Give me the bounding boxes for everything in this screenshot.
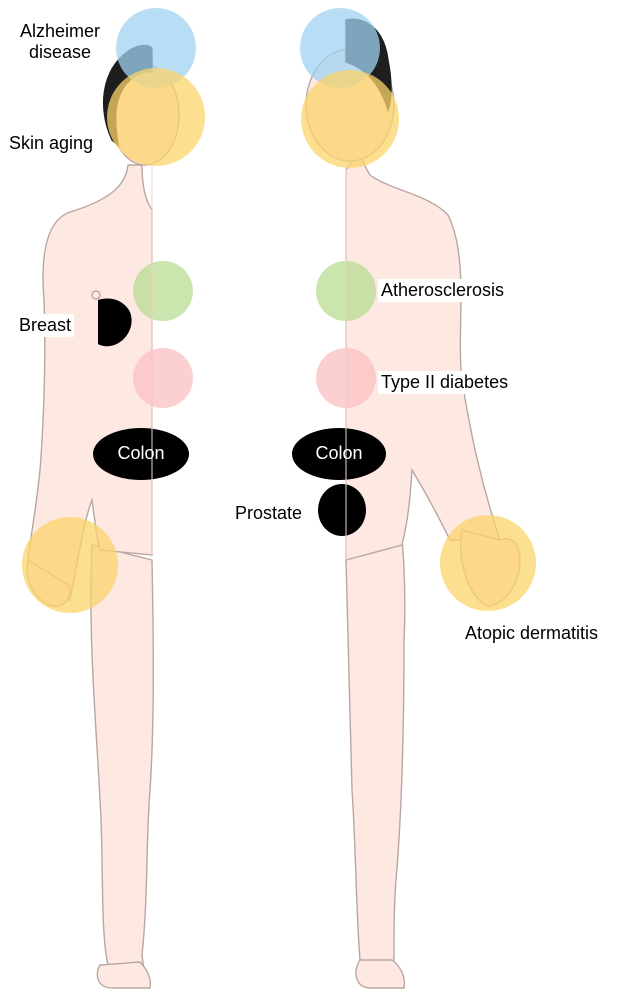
atherosclerosis-label: Atherosclerosis [378, 279, 507, 302]
female-legs [91, 545, 153, 985]
colon-label-male: Colon [292, 443, 386, 464]
male-torso [346, 150, 500, 560]
alzheimer-label: Alzheimer disease [6, 20, 114, 64]
prostate-label: Prostate [232, 502, 305, 525]
male-foot [356, 960, 404, 988]
skin-circle-female-hand [22, 517, 118, 613]
skin-aging-circle-female [107, 68, 205, 166]
alzheimer-label-line2: disease [9, 42, 111, 63]
atherosclerosis-circle-female [133, 261, 193, 321]
atopic-dermatitis-label: Atopic dermatitis [462, 622, 601, 645]
breast-label: Breast [16, 314, 74, 337]
type2-diabetes-label: Type II diabetes [378, 371, 511, 394]
female-nipple [92, 291, 100, 299]
atopic-dermatitis-circle [440, 515, 536, 611]
prostate-marker [318, 484, 366, 536]
female-foot [97, 962, 150, 988]
diabetes-circle-female [133, 348, 193, 408]
skin-aging-circle-male [301, 70, 399, 168]
alzheimer-label-line1: Alzheimer [9, 21, 111, 42]
skin-aging-label: Skin aging [6, 132, 96, 155]
female-legs-right [152, 545, 211, 985]
colon-label-female: Colon [93, 443, 189, 464]
male-legs [346, 540, 405, 985]
female-figure [27, 46, 210, 989]
